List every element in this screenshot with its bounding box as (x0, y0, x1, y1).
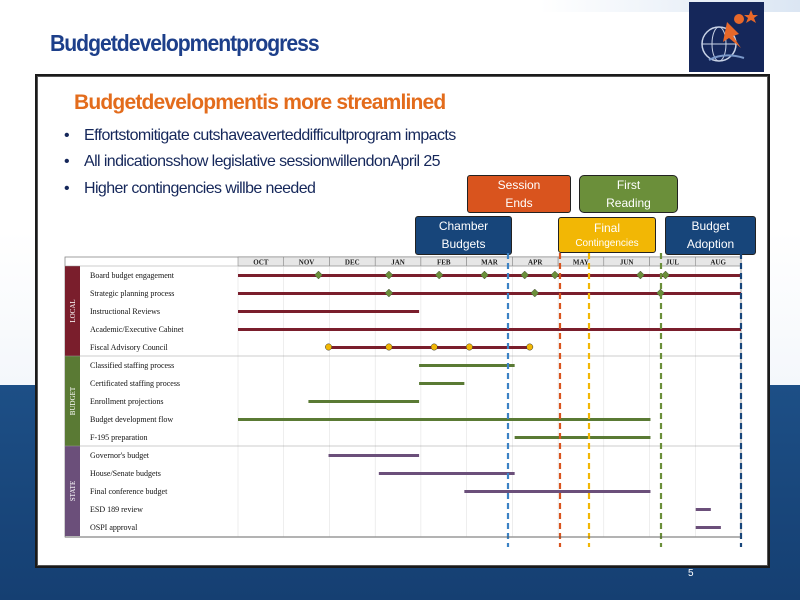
logo-graphic (689, 2, 764, 72)
group-band (65, 446, 80, 536)
milestone-marker (530, 288, 540, 298)
month-label: DEC (345, 259, 360, 267)
row-label: F-195 preparation (90, 433, 148, 442)
row-label: House/Senate budgets (90, 469, 161, 478)
row-label: ESD 189 review (90, 505, 143, 514)
timeline-bar (238, 274, 741, 277)
timeline-bar (464, 490, 651, 493)
content-panel: Budgetdevelopmentis more streamlined • E… (37, 76, 768, 566)
timeline-bar (238, 418, 651, 421)
group-label: BUDGET (69, 386, 77, 415)
row-label: Fiscal Advisory Council (90, 343, 169, 352)
timeline-bar (328, 454, 420, 457)
bullet-text: Higher contingencies willbe needed (84, 180, 316, 197)
slide-title: Budgetdevelopmentprogress (50, 30, 320, 56)
timeline-bar (238, 310, 420, 313)
month-label: OCT (253, 259, 269, 267)
callout-line: Reading (606, 196, 651, 210)
timeline-bar (238, 328, 741, 331)
milestone-marker (480, 270, 489, 280)
month-label: JUL (666, 259, 680, 267)
month-label: AUG (710, 259, 726, 267)
timeline-bar (419, 382, 465, 385)
milestone-marker (314, 270, 323, 280)
month-label: MAR (481, 259, 499, 267)
group-band (65, 356, 80, 446)
milestone-marker (434, 270, 444, 280)
callout-chamber-budgets: Chamber Budgets (415, 216, 512, 255)
timeline-bar (378, 472, 515, 475)
callout-line: Session (497, 178, 541, 192)
month-label: JUN (620, 259, 634, 267)
milestone-marker (384, 288, 394, 298)
bullet-dot: • (64, 180, 70, 197)
callout-line: Contingencies (575, 238, 639, 249)
milestone-marker (661, 270, 670, 280)
row-label: Certificated staffing process (90, 379, 180, 388)
row-label: Budget development flow (90, 415, 173, 424)
callout-first-reading: First Reading (579, 175, 678, 213)
callout-line: Budgets (441, 237, 486, 251)
callout-line: Ends (505, 196, 533, 210)
callout-line: Chamber (438, 219, 489, 233)
month-label: MAY (573, 259, 589, 267)
row-label: Strategic planning process (90, 289, 174, 298)
milestone-marker (520, 270, 529, 280)
month-label: APR (528, 259, 543, 267)
callout-line: Budget (691, 219, 730, 233)
timeline-bar (328, 346, 530, 349)
bullet-dot: • (64, 127, 70, 144)
group-label: STATE (69, 481, 77, 501)
bullet-text: Effortstomitigate cutshaveaverteddifficu… (84, 127, 456, 144)
month-label: FEB (437, 259, 451, 267)
milestone-marker (384, 270, 394, 280)
callout-line: Adoption (686, 237, 735, 251)
row-label: Governor's budget (90, 451, 150, 460)
timeline-bar (419, 364, 515, 367)
row-label: Enrollment projections (90, 397, 164, 406)
timeline-bar (695, 526, 721, 529)
meeting-marker (385, 343, 393, 351)
month-label: JAN (391, 259, 405, 267)
meeting-marker (465, 343, 473, 351)
bullet-dot: • (64, 153, 70, 170)
slide-subtitle: Budgetdevelopmentis more streamlined (74, 91, 446, 114)
row-label: Board budget engagement (90, 271, 175, 280)
milestone-marker (636, 270, 645, 280)
month-label: NOV (299, 259, 315, 267)
milestone-marker (550, 270, 560, 280)
row-label: Instructional Reviews (90, 307, 160, 316)
bullet-text: All indicationsshow legislative sessionw… (84, 153, 441, 170)
timeline-bar (238, 292, 741, 295)
group-band (65, 266, 80, 356)
row-label: Final conference budget (90, 487, 168, 496)
callout-final-contingencies: Final Contingencies (558, 217, 656, 253)
timeline-bar (308, 400, 420, 403)
organization-logo (689, 2, 764, 72)
meeting-marker (430, 343, 438, 351)
page-number: 5 (688, 568, 694, 579)
group-label: LOCAL (69, 299, 77, 322)
row-label: OSPI approval (90, 523, 138, 532)
callout-session-ends: Session Ends (467, 175, 571, 213)
callout-budget-adoption: Budget Adoption (665, 216, 756, 255)
timeline-bar (514, 436, 651, 439)
row-label: Academic/Executive Cabinet (90, 325, 184, 334)
budget-timeline-chart: OCT NOV DEC JAN FEB MAR APR MAY JUN JUL AUG LOCAL BU… (64, 253, 743, 547)
meeting-marker (526, 343, 534, 351)
callout-line: First (616, 178, 641, 192)
callout-line: Final (593, 221, 620, 235)
meeting-marker (325, 343, 332, 351)
row-label: Classified staffing process (90, 361, 174, 370)
timeline-bar (695, 508, 711, 511)
